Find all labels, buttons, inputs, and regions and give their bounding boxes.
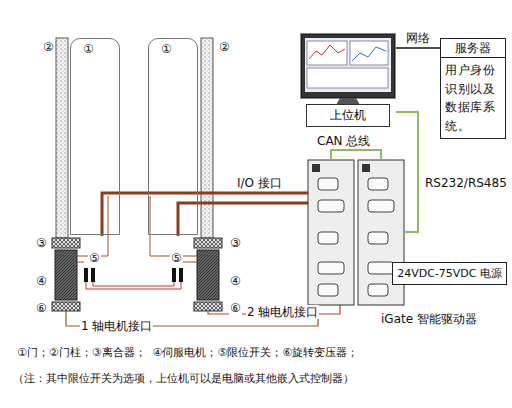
connector-port xyxy=(318,178,338,190)
clutch xyxy=(194,238,222,248)
servo-motor xyxy=(55,250,77,300)
node-text: 服务器 xyxy=(441,39,505,57)
callout-number: ③ xyxy=(35,236,48,250)
connector-port xyxy=(368,200,394,212)
port-label: RS232/RS485 xyxy=(424,176,508,190)
door-panel: ① xyxy=(70,38,120,235)
network-line xyxy=(396,47,440,49)
power-supply: 24VDC-75VDC 电源 xyxy=(392,262,507,285)
node-text: 上位机 xyxy=(306,104,390,127)
callout-number: ⑥ xyxy=(229,301,242,315)
device-label: iGate 智能驱动器 xyxy=(380,312,478,326)
callout-number: ③ xyxy=(229,236,242,250)
servo-motor xyxy=(197,250,219,300)
callout-number: ⑥ xyxy=(35,301,48,315)
resolver xyxy=(52,302,80,311)
can-bus xyxy=(331,150,381,160)
legend-note: ①门；②门柱；③离合器； ④伺服电机；⑤限位开关；⑥旋转变压器； xyxy=(16,346,359,360)
motor-wire xyxy=(77,196,197,256)
connector-port xyxy=(318,200,344,212)
node-text: 24VDC-75VDC 电源 xyxy=(393,263,506,284)
resolver xyxy=(194,302,222,311)
connector-port xyxy=(318,284,338,296)
connector-port xyxy=(368,262,394,274)
callout-number: ⑤ xyxy=(88,251,101,265)
door-panel: ① xyxy=(148,38,198,235)
connector-port xyxy=(368,178,388,190)
port-label: 1 轴电机接口 xyxy=(80,319,153,333)
clutch xyxy=(52,238,80,248)
connector-port xyxy=(368,232,388,244)
io-wire xyxy=(102,193,308,236)
connector-port xyxy=(318,232,338,244)
connector-port xyxy=(318,178,394,296)
port-label: 2 轴电机接口 xyxy=(246,305,319,319)
door-post xyxy=(56,38,68,238)
connector-port xyxy=(368,284,388,296)
switch-wire xyxy=(77,262,197,289)
door-post xyxy=(201,38,213,238)
bus-label: CAN 总线 xyxy=(316,134,371,148)
callout-number: ④ xyxy=(35,274,48,288)
callout-number: ② xyxy=(218,40,231,54)
callout-number: ① xyxy=(149,39,197,56)
igate-driver xyxy=(308,160,404,305)
limit-switch xyxy=(84,268,183,282)
server-description: 用户身份识别以及数据库系统。 xyxy=(440,57,506,139)
connector-port xyxy=(318,262,344,274)
server-box: 服务器 xyxy=(440,38,506,58)
callout-number: ① xyxy=(71,39,119,56)
callout-number: ④ xyxy=(229,274,242,288)
legend-note: （注：其中限位开关为选项，上位机可以是电脑或其他嵌入式控制器） xyxy=(12,372,355,386)
callout-number: ⑤ xyxy=(170,251,183,265)
edge-label: 网络 xyxy=(405,31,431,45)
port-label: I/O 接口 xyxy=(236,176,283,190)
callout-number: ② xyxy=(42,40,55,54)
host-computer: 上位机 xyxy=(300,33,396,127)
rs232-line xyxy=(396,112,418,232)
node-text: 用户身份识别以及数据库系统。 xyxy=(441,58,505,138)
